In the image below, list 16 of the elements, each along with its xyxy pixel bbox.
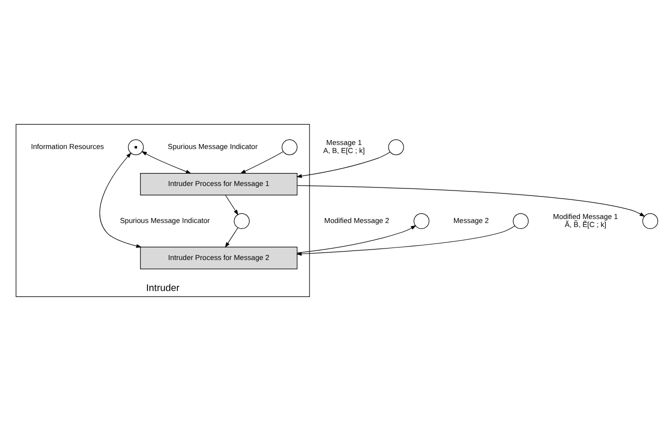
arrow xyxy=(99,152,142,248)
arrow xyxy=(224,227,238,248)
node-circle xyxy=(128,139,144,156)
node-circle xyxy=(282,139,298,156)
node-circle xyxy=(388,139,404,156)
node-circle xyxy=(642,213,658,229)
arrow xyxy=(225,194,238,216)
arrow xyxy=(240,151,284,174)
arrow xyxy=(296,185,646,217)
node-circle xyxy=(234,213,250,229)
arrow xyxy=(141,151,192,174)
node-circle xyxy=(512,213,529,229)
node-circle xyxy=(414,213,430,229)
arrow xyxy=(296,225,416,254)
arrow xyxy=(296,152,390,178)
arrow xyxy=(296,226,516,256)
